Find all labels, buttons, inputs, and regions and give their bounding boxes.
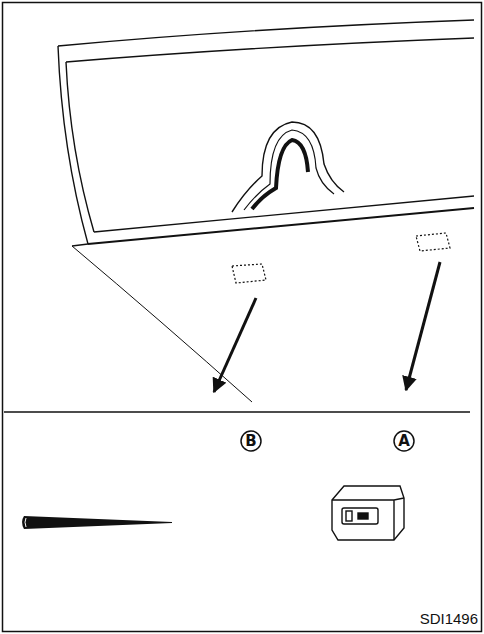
divider-line xyxy=(4,411,470,413)
clip-part xyxy=(332,486,404,540)
pointer-arrow xyxy=(214,262,440,392)
pin-part xyxy=(22,516,172,529)
label-circle xyxy=(241,431,261,451)
rear-window xyxy=(58,20,474,402)
figure-code: SDI1496 xyxy=(420,611,478,626)
callout-letter: A xyxy=(394,434,414,449)
high-mount-stop-light xyxy=(232,122,344,212)
figure-border xyxy=(3,3,482,632)
hidden-clip-location xyxy=(232,233,450,283)
label-circle xyxy=(394,431,414,451)
callout-letter: B xyxy=(241,434,261,449)
